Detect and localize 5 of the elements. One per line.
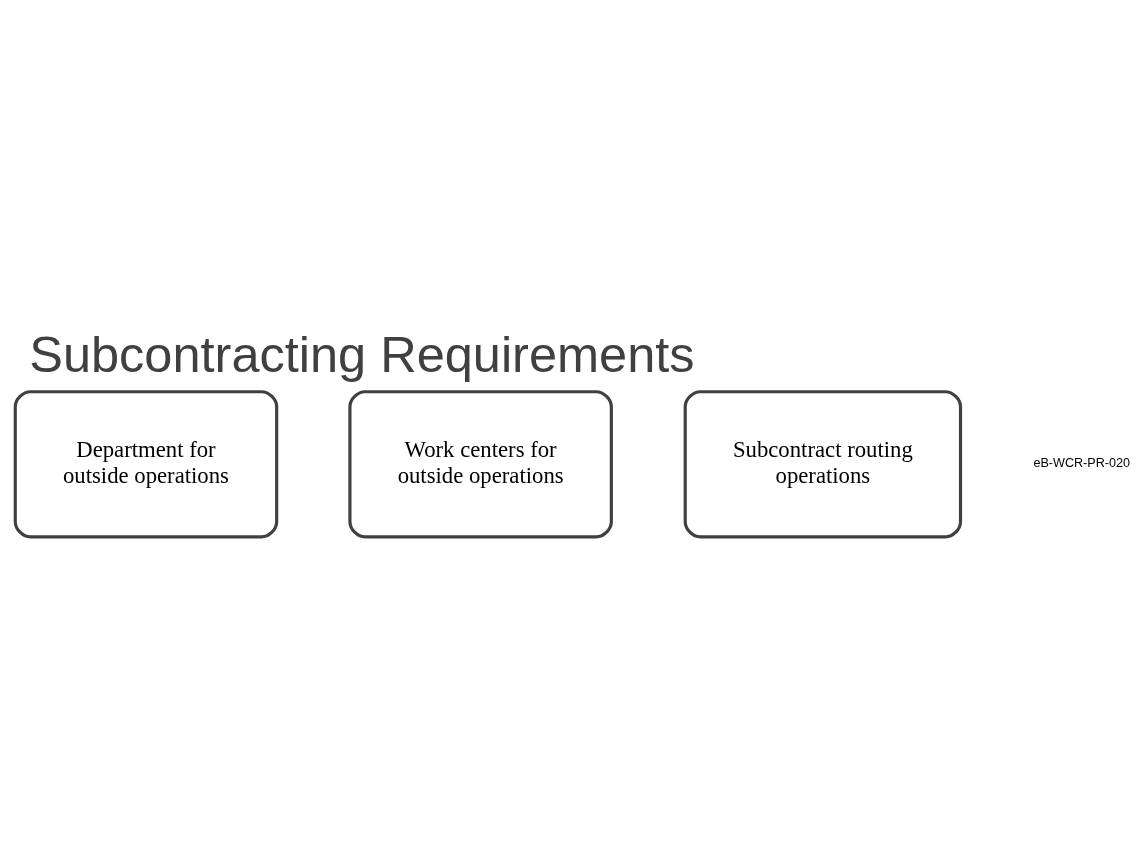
node-box: Work centers for outside operations — [348, 390, 613, 539]
label: eB-WCR-PR-020 — [1033, 456, 1131, 471]
node-box: Subcontract routing operations — [683, 390, 963, 539]
node-box: Department for outside operations — [13, 390, 279, 539]
diagram-title: Subcontracting Requirements — [29, 325, 695, 383]
